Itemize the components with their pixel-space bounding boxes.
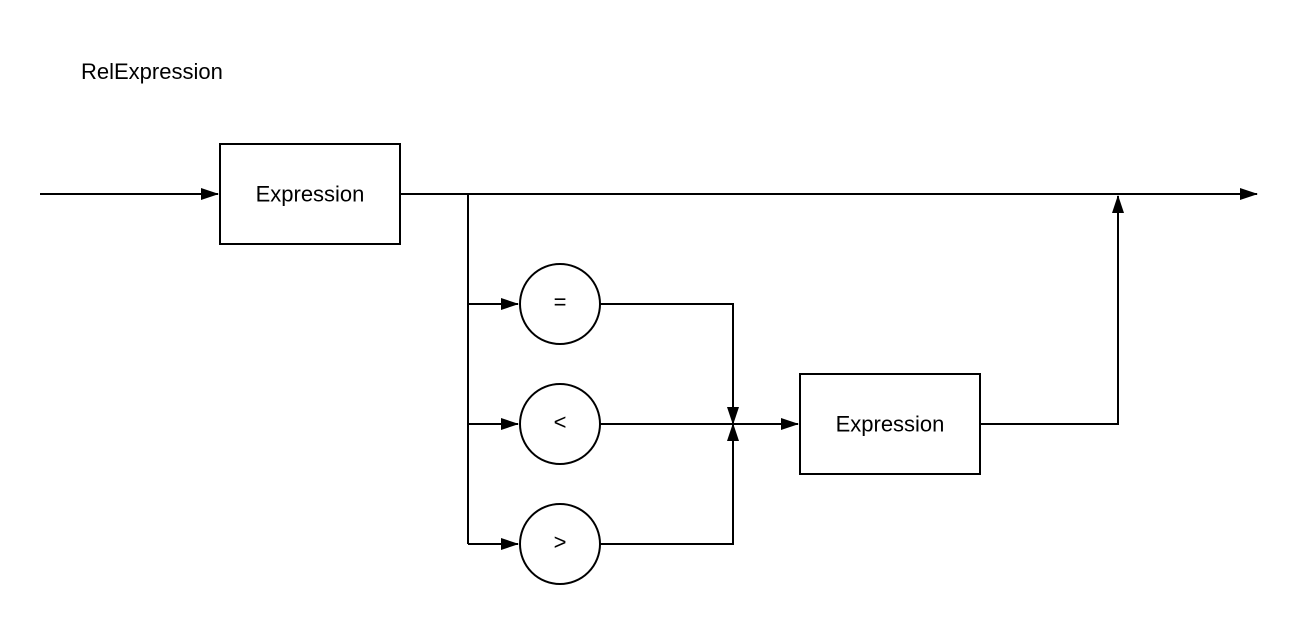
operator-equal-label: = — [554, 290, 567, 315]
expression-box-first: Expression — [219, 143, 401, 245]
merge-line-greater — [600, 423, 739, 545]
expression-label-first: Expression — [256, 182, 365, 207]
diagram-title: RelExpression — [81, 59, 223, 84]
merge-line-equal — [600, 303, 739, 425]
expression-label-second: Expression — [836, 412, 945, 437]
operator-equal-node: = — [519, 263, 601, 345]
operator-less-node: < — [519, 383, 601, 465]
operator-greater-label: > — [554, 530, 567, 555]
operator-greater-node: > — [519, 503, 601, 585]
operator-less-label: < — [554, 410, 567, 435]
return-line — [980, 195, 1124, 425]
expression-box-second: Expression — [799, 373, 981, 475]
